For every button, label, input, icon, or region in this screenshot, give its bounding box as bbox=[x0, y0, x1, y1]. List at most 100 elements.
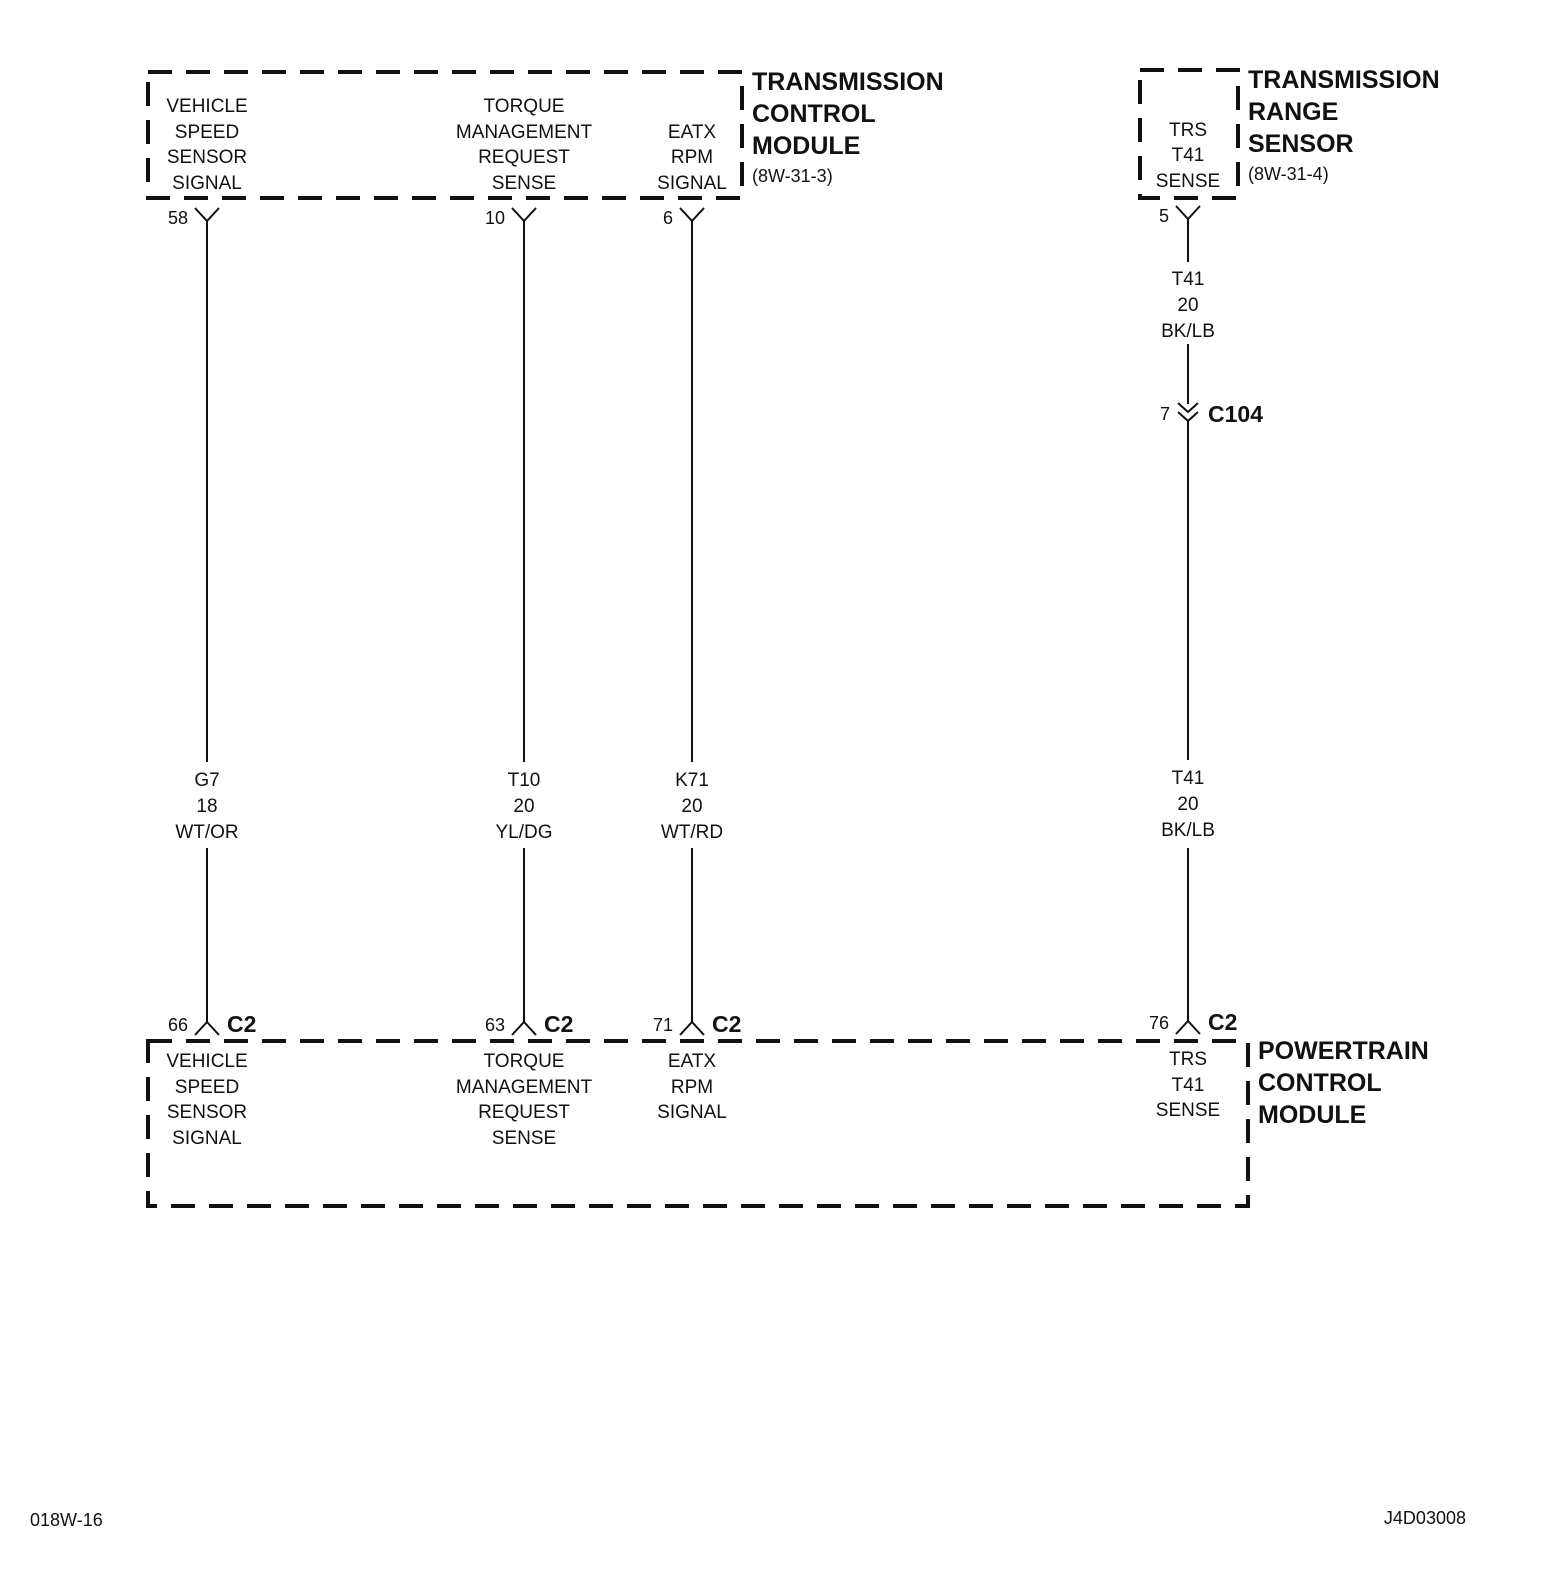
trs-circuit: TRS T41 SENSE bbox=[1156, 120, 1220, 192]
tcm-terminal-58-symbol bbox=[194, 207, 220, 228]
tcm-terminal-6-symbol bbox=[679, 207, 705, 228]
pcm-torque-line-2: MANAGEMENT bbox=[456, 1077, 593, 1098]
tcm-vss-line-4: SIGNAL bbox=[172, 173, 242, 194]
tcm-terminal-10-symbol bbox=[511, 207, 537, 228]
pcm-trs-line-2: T41 bbox=[1172, 1075, 1205, 1096]
tcm-title-line-3: MODULE bbox=[752, 132, 860, 160]
tcm-reference: (8W-31-3) bbox=[752, 166, 833, 186]
pcm-circuit-torque: TORQUE MANAGEMENT REQUEST SENSE bbox=[456, 1051, 593, 1149]
tcm-pin-10: 10 bbox=[485, 208, 505, 228]
trs-circuit-line-1: TRS bbox=[1169, 120, 1207, 141]
pcm-torque-line-1: TORQUE bbox=[484, 1051, 565, 1072]
trs-reference: (8W-31-4) bbox=[1248, 164, 1329, 184]
wire-t41-lower-label: T41 20 BK/LB bbox=[1161, 768, 1215, 841]
wire-t10-label: T10 20 YL/DG bbox=[495, 770, 552, 843]
powertrain-control-module: POWERTRAIN CONTROL MODULE 66 63 71 76 C2… bbox=[146, 1009, 1429, 1208]
tcm-circuit-vss: VEHICLE SPEED SENSOR SIGNAL bbox=[166, 96, 247, 194]
pcm-title-line-1: POWERTRAIN bbox=[1258, 1037, 1429, 1065]
tcm-title-line-1: TRANSMISSION bbox=[752, 68, 944, 96]
wire-g7-label: G7 18 WT/OR bbox=[175, 770, 238, 843]
tcm-circuit-eatx: EATX RPM SIGNAL bbox=[657, 122, 727, 194]
pcm-pin-66: 66 bbox=[168, 1015, 188, 1035]
wire-t41-lower-color: BK/LB bbox=[1161, 820, 1215, 841]
pcm-connector-c2-71: C2 bbox=[712, 1011, 741, 1037]
trs-circuit-line-3: SENSE bbox=[1156, 171, 1220, 192]
connector-c104: 7 C104 bbox=[1160, 401, 1263, 427]
pcm-pin-63: 63 bbox=[485, 1015, 505, 1035]
tcm-torque-line-3: REQUEST bbox=[478, 147, 570, 168]
footer-page-code: 018W-16 bbox=[30, 1510, 103, 1530]
pcm-trs-line-1: TRS bbox=[1169, 1049, 1207, 1070]
tcm-torque-line-1: TORQUE bbox=[484, 96, 565, 117]
trs-circuit-line-2: T41 bbox=[1172, 145, 1205, 166]
footer-figure-id: J4D03008 bbox=[1384, 1508, 1466, 1528]
pcm-eatx-line-3: SIGNAL bbox=[657, 1102, 727, 1123]
pcm-vss-line-1: VEHICLE bbox=[166, 1051, 247, 1072]
wire-t10-gauge: 20 bbox=[513, 796, 534, 817]
wire-t10-circuit: T10 bbox=[508, 770, 541, 791]
tcm-eatx-line-2: RPM bbox=[671, 147, 713, 168]
pcm-trs-line-3: SENSE bbox=[1156, 1100, 1220, 1121]
wire-k71-circuit: K71 bbox=[675, 770, 709, 791]
pcm-pin-76: 76 bbox=[1149, 1013, 1169, 1033]
pcm-terminal-66-symbol bbox=[194, 1015, 220, 1036]
wire-k71-gauge: 20 bbox=[681, 796, 702, 817]
tcm-torque-line-2: MANAGEMENT bbox=[456, 122, 593, 143]
pcm-pin-71: 71 bbox=[653, 1015, 673, 1035]
pcm-outline bbox=[146, 1039, 1250, 1208]
pcm-terminal-63-symbol bbox=[511, 1015, 537, 1036]
tcm-outline bbox=[146, 70, 744, 200]
tcm-title-line-2: CONTROL bbox=[752, 100, 876, 128]
wire-t41-upper-label: T41 20 BK/LB bbox=[1161, 269, 1215, 342]
wire-g7-color: WT/OR bbox=[175, 822, 238, 843]
tcm-circuit-torque: TORQUE MANAGEMENT REQUEST SENSE bbox=[456, 96, 593, 194]
wire-t41-lower-gauge: 20 bbox=[1177, 794, 1198, 815]
wire-t41-upper-circuit: T41 bbox=[1172, 269, 1205, 290]
pcm-circuit-eatx: EATX RPM SIGNAL bbox=[657, 1051, 727, 1123]
pcm-vss-line-4: SIGNAL bbox=[172, 1128, 242, 1149]
tcm-torque-line-4: SENSE bbox=[492, 173, 556, 194]
transmission-control-module: TRANSMISSION CONTROL MODULE (8W-31-3) VE… bbox=[146, 68, 944, 228]
pcm-circuit-vss: VEHICLE SPEED SENSOR SIGNAL bbox=[166, 1051, 247, 1149]
pcm-connector-c2-63: C2 bbox=[544, 1011, 573, 1037]
pcm-title-line-2: CONTROL bbox=[1258, 1069, 1382, 1097]
pcm-torque-line-3: REQUEST bbox=[478, 1102, 570, 1123]
wire-t41-upper-color: BK/LB bbox=[1161, 321, 1215, 342]
tcm-eatx-line-3: SIGNAL bbox=[657, 173, 727, 194]
wire-k71-color: WT/RD bbox=[661, 822, 723, 843]
trs-outline bbox=[1138, 68, 1240, 200]
c104-pin-7: 7 bbox=[1160, 404, 1170, 424]
trs-terminal-5-symbol bbox=[1175, 205, 1201, 226]
pcm-eatx-line-2: RPM bbox=[671, 1077, 713, 1098]
trs-title-line-1: TRANSMISSION bbox=[1248, 66, 1440, 94]
c104-label: C104 bbox=[1208, 401, 1263, 427]
pcm-eatx-line-1: EATX bbox=[668, 1051, 717, 1072]
trs-title-line-2: RANGE bbox=[1248, 98, 1338, 126]
trs-pin-5: 5 bbox=[1159, 206, 1169, 226]
tcm-pin-6: 6 bbox=[663, 208, 673, 228]
pcm-title-line-3: MODULE bbox=[1258, 1101, 1366, 1129]
pcm-terminal-71-symbol bbox=[679, 1015, 705, 1036]
wire-g7-gauge: 18 bbox=[196, 796, 217, 817]
pcm-circuit-trs: TRS T41 SENSE bbox=[1156, 1049, 1220, 1121]
wire-t10-color: YL/DG bbox=[495, 822, 552, 843]
tcm-vss-line-1: VEHICLE bbox=[166, 96, 247, 117]
tcm-pin-58: 58 bbox=[168, 208, 188, 228]
c104-connector-symbol bbox=[1177, 402, 1199, 423]
wire-t41-upper-gauge: 20 bbox=[1177, 295, 1198, 316]
wire-k71-label: K71 20 WT/RD bbox=[661, 770, 723, 843]
tcm-vss-line-2: SPEED bbox=[175, 122, 239, 143]
tcm-vss-line-3: SENSOR bbox=[167, 147, 247, 168]
pcm-vss-line-3: SENSOR bbox=[167, 1102, 247, 1123]
tcm-eatx-line-1: EATX bbox=[668, 122, 717, 143]
pcm-connector-c2-76: C2 bbox=[1208, 1009, 1237, 1035]
pcm-torque-line-4: SENSE bbox=[492, 1128, 556, 1149]
wire-t41-lower-circuit: T41 bbox=[1172, 768, 1205, 789]
pcm-vss-line-2: SPEED bbox=[175, 1077, 239, 1098]
pcm-connector-c2-66: C2 bbox=[227, 1011, 256, 1037]
trs-title-line-3: SENSOR bbox=[1248, 130, 1354, 158]
transmission-range-sensor: TRANSMISSION RANGE SENSOR (8W-31-4) TRS … bbox=[1138, 66, 1440, 226]
pcm-terminal-76-symbol bbox=[1175, 1014, 1201, 1035]
wires: G7 18 WT/OR T10 20 YL/DG K71 20 WT/RD T4… bbox=[175, 226, 1215, 1015]
